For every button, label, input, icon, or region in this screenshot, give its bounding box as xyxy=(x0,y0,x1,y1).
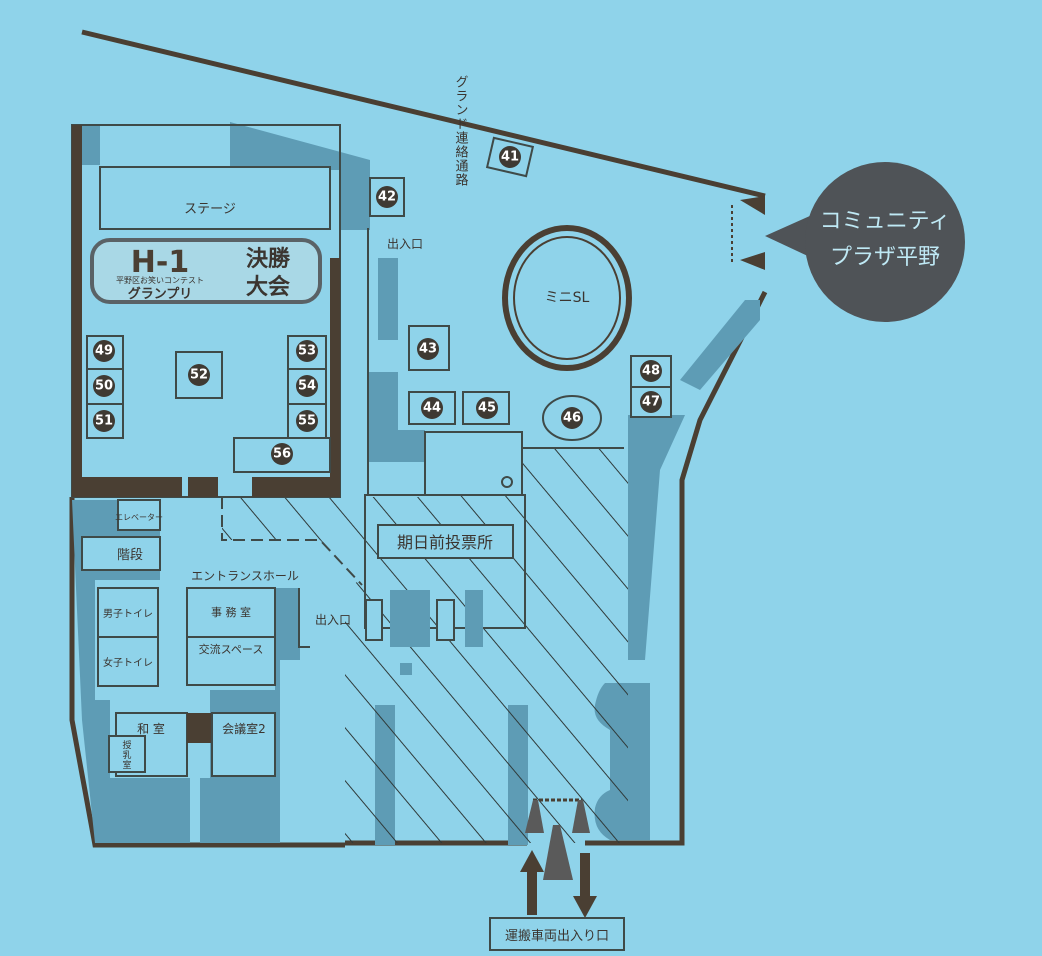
outer-wall-right xyxy=(585,290,768,846)
early-voting-label: 期日前投票所 xyxy=(397,533,493,552)
booth-markers: 41 42 43 44 45 46 47 48 49 50 51 52 53 5… xyxy=(86,146,662,465)
traffic-cone-icon xyxy=(525,800,544,833)
booth-45[interactable]: 45 xyxy=(476,397,498,419)
svg-text:50: 50 xyxy=(95,379,113,394)
grand-passage-label: グランド連絡通路 xyxy=(453,75,469,187)
entrance-hall-label: エントランスホール xyxy=(191,569,299,583)
svg-text:53: 53 xyxy=(298,344,316,359)
vehicle-entrance-label: 運搬車両出入り口 xyxy=(505,929,609,944)
event-logo-sub: 平野区お笑いコンテスト xyxy=(116,275,204,285)
vehicle-entrance: 運搬車両出入り口 xyxy=(489,798,625,951)
nursing-room-label-3: 室 xyxy=(122,759,131,771)
booth-44[interactable]: 44 xyxy=(421,397,443,419)
stairs-label: 階段 xyxy=(117,548,143,563)
community-plaza-callout: コミュニティ プラザ平野 xyxy=(731,162,965,322)
svg-text:51: 51 xyxy=(95,414,113,429)
hatched-area-border xyxy=(221,497,363,586)
svg-text:54: 54 xyxy=(298,379,316,394)
booth-52[interactable]: 52 xyxy=(188,364,210,386)
booth-42[interactable]: 42 xyxy=(376,186,398,208)
svg-text:42: 42 xyxy=(378,190,396,205)
outer-wall-top xyxy=(81,29,766,199)
booth-49[interactable]: 49 xyxy=(93,340,115,362)
svg-text:46: 46 xyxy=(563,411,581,426)
nursing-room-label-1: 授 xyxy=(122,739,131,751)
booth-54[interactable]: 54 xyxy=(296,375,318,397)
booth-43[interactable]: 43 xyxy=(417,338,439,360)
outer-wall-left xyxy=(69,497,345,848)
svg-text:55: 55 xyxy=(298,414,316,429)
svg-text:56: 56 xyxy=(273,447,291,462)
stage-label: ステージ xyxy=(184,202,236,217)
mini-sl-label: ミニSL xyxy=(545,290,590,306)
elevator-label: エレベーター xyxy=(115,513,163,522)
arrow-down-icon xyxy=(573,853,597,918)
svg-text:41: 41 xyxy=(501,150,519,165)
entrance-hall-door-label: 出入口 xyxy=(315,613,351,627)
booth-56[interactable]: 56 xyxy=(271,443,293,465)
booth-47[interactable]: 47 xyxy=(640,391,662,413)
booth-48[interactable]: 48 xyxy=(640,360,662,382)
event-final-2: 大会 xyxy=(246,274,290,300)
stage xyxy=(99,166,331,230)
left-rooms: エレベーター 階段 エントランスホール 男子トイレ 女子トイレ 事 務 室 交流… xyxy=(81,499,351,777)
booth-46[interactable]: 46 xyxy=(561,407,583,429)
svg-text:43: 43 xyxy=(419,342,437,357)
community-plaza-label-1: コミュニティ xyxy=(820,209,951,234)
central-structures: 期日前投票所 出入口 グランド連絡通路 ミニSL xyxy=(364,75,672,675)
booth-51[interactable]: 51 xyxy=(93,410,115,432)
meeting-room-2-label: 会議室2 xyxy=(222,721,266,736)
event-logo-grand: グランプリ xyxy=(128,286,193,302)
svg-text:49: 49 xyxy=(95,344,113,359)
booth-55[interactable]: 55 xyxy=(296,410,318,432)
exchange-space-label: 交流スペース xyxy=(199,642,264,656)
early-voting-sign xyxy=(377,524,514,559)
traffic-cone-icon xyxy=(543,825,573,880)
office-label: 事 務 室 xyxy=(211,605,251,619)
svg-text:47: 47 xyxy=(642,395,660,410)
svg-text:48: 48 xyxy=(642,364,660,379)
svg-text:52: 52 xyxy=(190,368,208,383)
entrance-top-label: 出入口 xyxy=(387,237,423,251)
booth-53[interactable]: 53 xyxy=(296,340,318,362)
svg-text:45: 45 xyxy=(478,401,496,416)
nursing-room-label-2: 乳 xyxy=(122,749,131,761)
arrow-up-icon xyxy=(520,850,544,915)
booth-50[interactable]: 50 xyxy=(93,375,115,397)
booth-41[interactable]: 41 xyxy=(499,146,521,168)
mens-toilet-label: 男子トイレ xyxy=(103,608,153,620)
svg-text:44: 44 xyxy=(423,401,441,416)
event-final-1: 決勝 xyxy=(246,247,291,272)
womens-toilet-label: 女子トイレ xyxy=(103,656,153,669)
traffic-cone-icon xyxy=(572,800,590,833)
japanese-room-label: 和 室 xyxy=(137,721,165,736)
event-logo-main: H-1 xyxy=(131,245,189,280)
community-plaza-label-2: プラザ平野 xyxy=(830,245,940,270)
